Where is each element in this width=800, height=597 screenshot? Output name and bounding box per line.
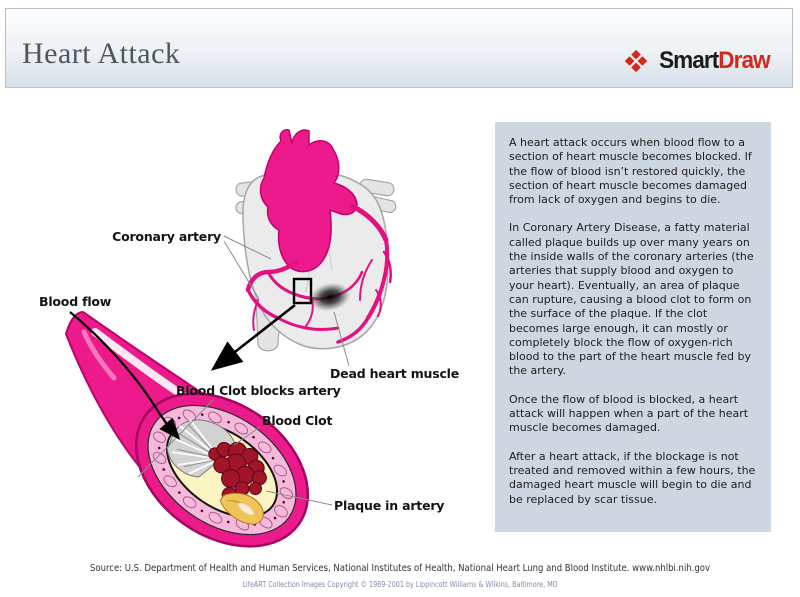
- aorta: [259, 129, 358, 273]
- plaque-gold-blob: [219, 492, 264, 525]
- footer-copyright: LifeART Collection Images Copyright © 19…: [242, 580, 558, 589]
- tube-highlight-2: [81, 329, 117, 381]
- artery-tube: [64, 310, 260, 544]
- four-diamonds-icon: [625, 50, 648, 72]
- footer-source: Source: U.S. Department of Health and Hu…: [89, 563, 711, 574]
- heart-body: [242, 169, 389, 350]
- heart-seams: [299, 195, 333, 293]
- plaque-highlight: [238, 502, 254, 515]
- brand-draw: Draw: [718, 47, 771, 74]
- blood-flow-arrow: [69, 311, 181, 441]
- artery-wall-media: [147, 404, 297, 536]
- wedge-striations: [172, 418, 221, 475]
- label-blood-flow: Blood flow: [39, 294, 112, 309]
- wedge-striations-dark: [176, 423, 221, 468]
- label-clot-blocks-artery: Blood Clot blocks artery: [176, 383, 341, 398]
- smartdraw-logo[interactable]: SmartDraw: [625, 47, 771, 75]
- pointer-lines-heart: [223, 235, 350, 367]
- zoom-rectangle: [292, 277, 313, 305]
- dead-muscle-spot: [309, 282, 351, 312]
- page-title: Heart Attack: [22, 37, 181, 70]
- zoom-arrow: [210, 303, 296, 371]
- plaque-gold-detail: [227, 499, 254, 514]
- label-coronary-artery: Coronary artery: [112, 229, 221, 244]
- heart-vessel-stubs: [235, 178, 397, 352]
- panel-paragraph-2: In Coronary Artery Disease, a fatty mate…: [509, 221, 754, 378]
- label-plaque-in-artery: Plaque in artery: [334, 498, 445, 513]
- panel-paragraph-3: Once the flow of blood is blocked, a hea…: [509, 392, 749, 435]
- smartdraw-wordmark: SmartDraw: [659, 47, 771, 75]
- panel-paragraph-4: After a heart attack, if the blockage is…: [509, 449, 756, 506]
- coronary-arteries: [245, 203, 392, 344]
- header-bar: Heart Attack SmartDraw: [5, 8, 793, 88]
- blocked-flow-wedge: [166, 419, 237, 478]
- panel-paragraph-1: A heart attack occurs when blood flow to…: [509, 136, 752, 207]
- info-panel: A heart attack occurs when blood flow to…: [495, 122, 771, 532]
- label-dead-heart-muscle: Dead heart muscle: [330, 366, 460, 381]
- heart-illustration: [235, 129, 397, 352]
- brand-smart: Smart: [659, 47, 719, 74]
- media-texture: [152, 409, 294, 531]
- artery-tube-body: [64, 310, 260, 544]
- blood-clot: [208, 441, 267, 510]
- label-blood-clot: Blood Clot: [262, 413, 333, 428]
